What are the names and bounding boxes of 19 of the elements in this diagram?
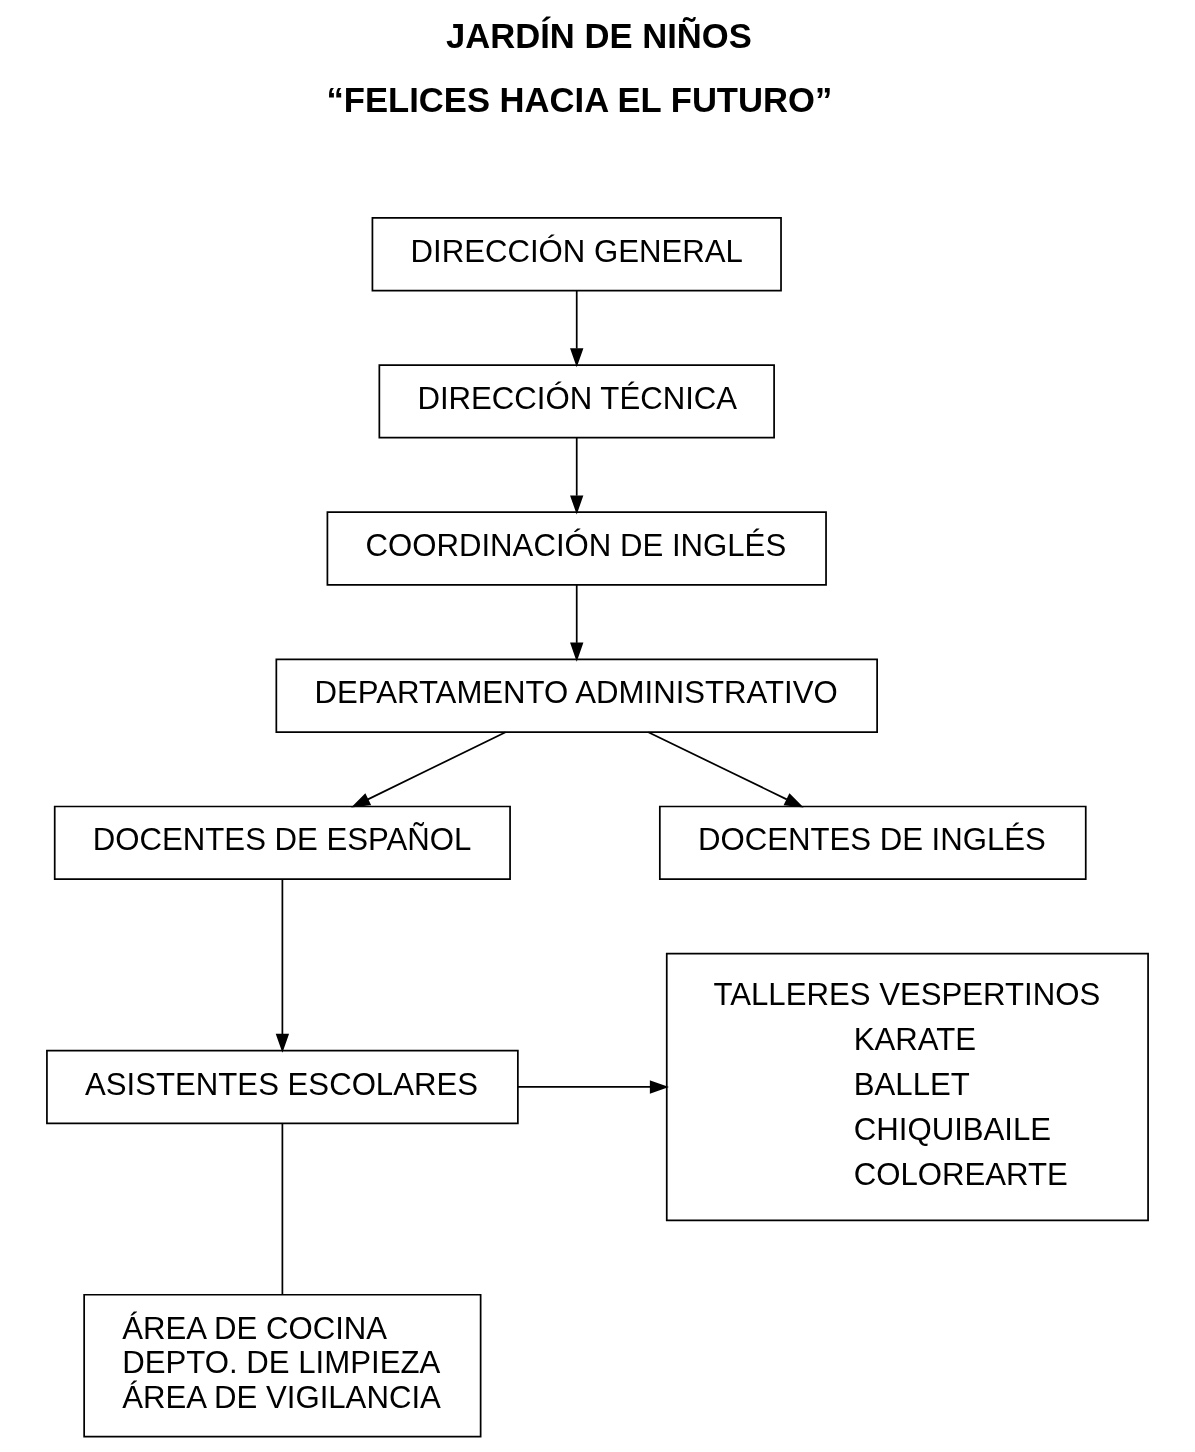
- label: “FELICES HACIA EL FUTURO”: [326, 81, 833, 120]
- node-box: DEPARTAMENTO ADMINISTRATIVO: [275, 658, 878, 733]
- diagram-title: JARDÍN DE NIÑOS: [446, 17, 752, 56]
- node-box: DIRECCIÓN GENERAL: [371, 216, 782, 292]
- node-box: DOCENTES DE ESPAÑOL: [53, 805, 511, 881]
- arrow: [647, 731, 804, 808]
- node-box: ASISTENTES ESCOLARES: [46, 1049, 519, 1125]
- arrow: [570, 584, 584, 662]
- node-box: COORDINACIÓN DE INGLÉS: [326, 511, 827, 586]
- arrow: [351, 731, 507, 808]
- arrow: [517, 1080, 669, 1094]
- node-box: ÁREA DE COCINA DEPTO. DE LIMPIEZA ÁREA DE VIGILANCIA: [83, 1293, 482, 1438]
- connector: [281, 1122, 284, 1296]
- arrow: [275, 878, 290, 1053]
- node-box: DIRECCIÓN TÉCNICA: [378, 364, 775, 439]
- arrow: [570, 289, 584, 368]
- node-box: TALLERES VESPERTINOS KARATE BALLET CHIQUIBAILE COLOREARTE: [665, 952, 1149, 1222]
- arrow: [570, 437, 584, 515]
- node-box: DOCENTES DE INGLÉS: [658, 805, 1087, 881]
